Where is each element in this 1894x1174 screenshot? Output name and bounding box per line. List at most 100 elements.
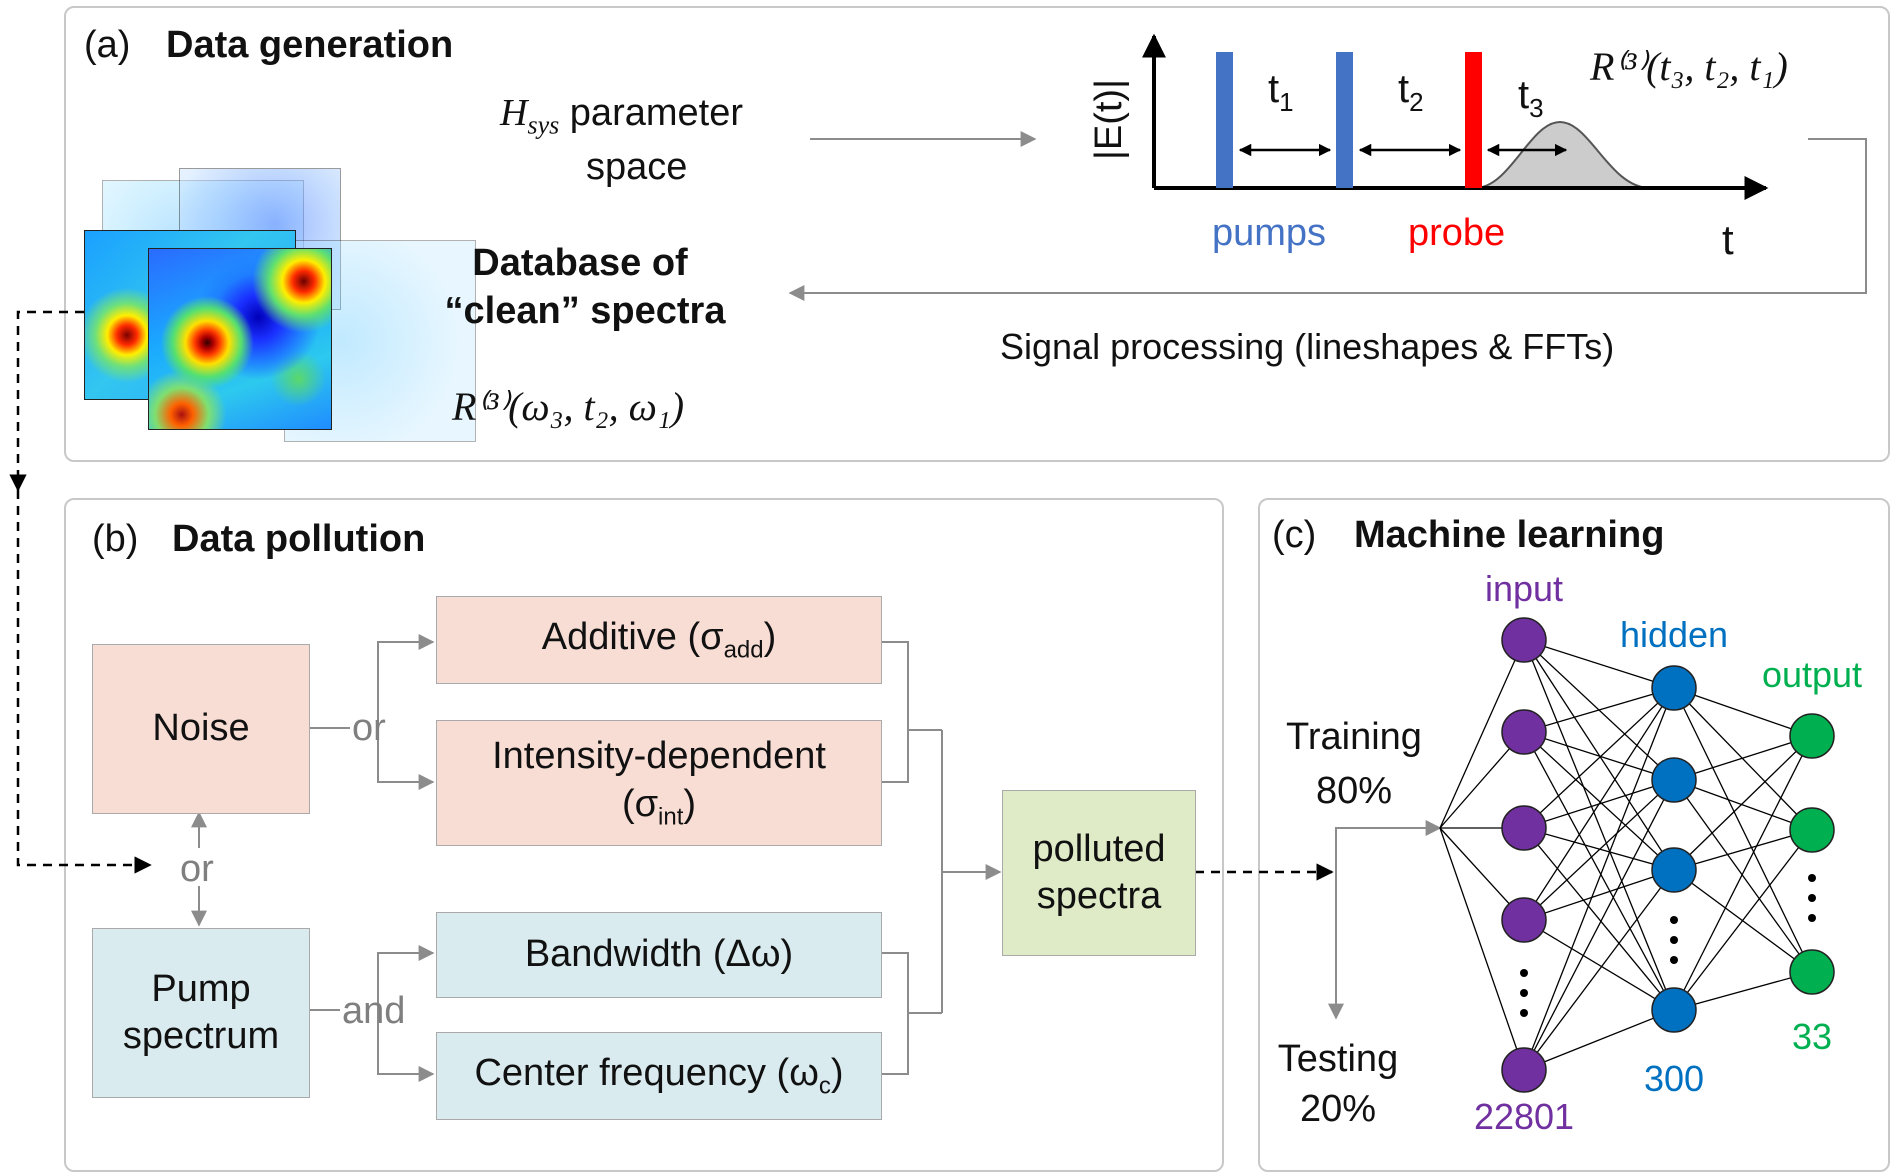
panel-c-title: Machine learning [1354, 514, 1665, 556]
input-ellipsis-dot-2 [1520, 1009, 1528, 1017]
edge-hidden-3-output-1 [1673, 829, 1813, 1011]
output-ellipsis-dot-0 [1808, 874, 1816, 882]
hidden-node-1 [1651, 757, 1697, 803]
output-node-2 [1789, 949, 1835, 995]
hidden-layer-label: hidden [1619, 614, 1729, 655]
t1-sub: 1 [1279, 87, 1294, 117]
pump-pulse-1 [1216, 52, 1233, 188]
edge-hidden-0-output-0 [1673, 687, 1813, 737]
bandwidth-box: Bandwidth (Δω) [436, 912, 882, 998]
edge-hidden-1-output-2 [1673, 779, 1813, 973]
edge-input-0-hidden-2 [1523, 639, 1675, 871]
edge-input-4-hidden-1 [1523, 779, 1675, 1071]
additive-text: Additive (σ [541, 616, 724, 659]
edge-input-1-hidden-2 [1523, 731, 1675, 871]
input-ellipsis-dot-0 [1520, 969, 1528, 977]
hidden-node-2 [1651, 847, 1697, 893]
hsys-symbol: H [500, 92, 528, 134]
edge-input-2-hidden-2 [1523, 827, 1675, 871]
noise-label: Noise [152, 707, 250, 750]
dashed-arrow-into-or [16, 490, 152, 874]
input-ellipsis-dot-1 [1520, 989, 1528, 997]
network-edges [1439, 639, 1813, 1071]
input-node-1 [1501, 709, 1547, 755]
hidden-count-label: 300 [1643, 1058, 1705, 1099]
arrow-to-bandwidth [377, 945, 435, 1010]
edge-training-input-4 [1439, 827, 1525, 1071]
edge-input-3-hidden-2 [1523, 869, 1675, 921]
t3-sub: 3 [1529, 93, 1544, 123]
additive-sub: add [723, 636, 764, 664]
t1-label: t1 [1268, 66, 1294, 118]
edge-input-4-hidden-2 [1523, 869, 1675, 1071]
arrow-signal-processing [788, 138, 1867, 301]
panel-b-label: (b) [92, 518, 139, 560]
training-label-2: 80% [1315, 770, 1393, 812]
edge-input-2-hidden-0 [1523, 687, 1675, 829]
testing-label-2: 20% [1299, 1088, 1377, 1130]
output-ellipsis-dot-1 [1808, 894, 1816, 902]
t2-sub: 2 [1409, 87, 1424, 117]
pump-spectrum-box: Pump spectrum [92, 928, 310, 1098]
panel-c-label: (c) [1272, 514, 1317, 556]
hsys-parameter-line: Hsys parameter [500, 92, 743, 140]
edge-input-2-hidden-3 [1523, 827, 1675, 1011]
center-frequency-label: Center frequency (ωc) [474, 1052, 844, 1100]
time-response-label: R⁽³⁾(t₃, t₂, t₁) [1590, 44, 1788, 89]
testing-label-1: Testing [1277, 1038, 1399, 1080]
output-layer-label: output [1761, 654, 1863, 695]
intensity-label-1: Intensity-dependent [492, 735, 826, 778]
edge-input-0-hidden-0 [1523, 639, 1675, 689]
edge-hidden-0-output-2 [1673, 687, 1813, 973]
edge-hidden-3-output-2 [1673, 971, 1813, 1011]
t3-label: t3 [1518, 72, 1544, 124]
pump-spectrum-label-1: Pump [151, 967, 251, 1010]
intensity-box: Intensity-dependent (σint) [436, 720, 882, 846]
center-frequency-text: Center frequency (ω [474, 1052, 819, 1095]
edge-hidden-2-output-1 [1673, 829, 1813, 871]
database-label-1: Database of [472, 242, 688, 284]
panel-b-title: Data pollution [172, 518, 426, 560]
output-node-0 [1789, 713, 1835, 759]
edge-hidden-0-output-1 [1673, 687, 1813, 831]
panel-a [64, 6, 1890, 462]
pump-pulse-2 [1336, 52, 1353, 188]
hidden-node-0 [1651, 665, 1697, 711]
network-nodes [1501, 617, 1835, 1093]
edge-hidden-3-output-0 [1673, 735, 1813, 1011]
edge-input-3-hidden-0 [1523, 687, 1675, 921]
input-node-0 [1501, 617, 1547, 663]
panel-c [1258, 498, 1890, 1172]
edge-input-1-hidden-0 [1523, 687, 1675, 733]
t3-text: t [1518, 73, 1530, 117]
input-node-3 [1501, 897, 1547, 943]
input-node-4 [1501, 1047, 1547, 1093]
polluted-spectra-box: polluted spectra [1002, 790, 1196, 956]
additive-box: Additive (σadd) [436, 596, 882, 684]
bandwidth-label: Bandwidth (Δω) [524, 933, 794, 976]
pump-spectrum-label-2: spectrum [122, 1015, 280, 1057]
t2-label: t2 [1398, 66, 1424, 118]
pump-and-label: and [342, 990, 406, 1032]
x-axis-label: t [1722, 216, 1734, 263]
arrow-to-intensity [377, 728, 435, 790]
intensity-text: (σ [621, 782, 659, 825]
edge-input-1-hidden-1 [1523, 731, 1675, 781]
hsys-space-text: space [586, 146, 688, 188]
edge-input-4-hidden-3 [1523, 1009, 1675, 1071]
output-count-label: 33 [1791, 1016, 1833, 1057]
hsys-parameter-text: parameter [569, 92, 743, 134]
edge-input-0-hidden-3 [1523, 639, 1675, 1011]
intensity-sub: int [658, 803, 684, 831]
t2-text: t [1398, 67, 1410, 111]
center-frequency-box: Center frequency (ωc) [436, 1032, 882, 1120]
edge-training-input-0 [1439, 639, 1525, 829]
polluted-label-1: polluted [1032, 827, 1166, 870]
noise-pump-or-label: or [180, 848, 214, 890]
dashed-arrow-database-to-pollution [9, 310, 84, 492]
panel-a-title: Data generation [166, 24, 454, 66]
edge-input-1-hidden-3 [1523, 731, 1675, 1011]
pumps-label: pumps [1212, 212, 1327, 254]
